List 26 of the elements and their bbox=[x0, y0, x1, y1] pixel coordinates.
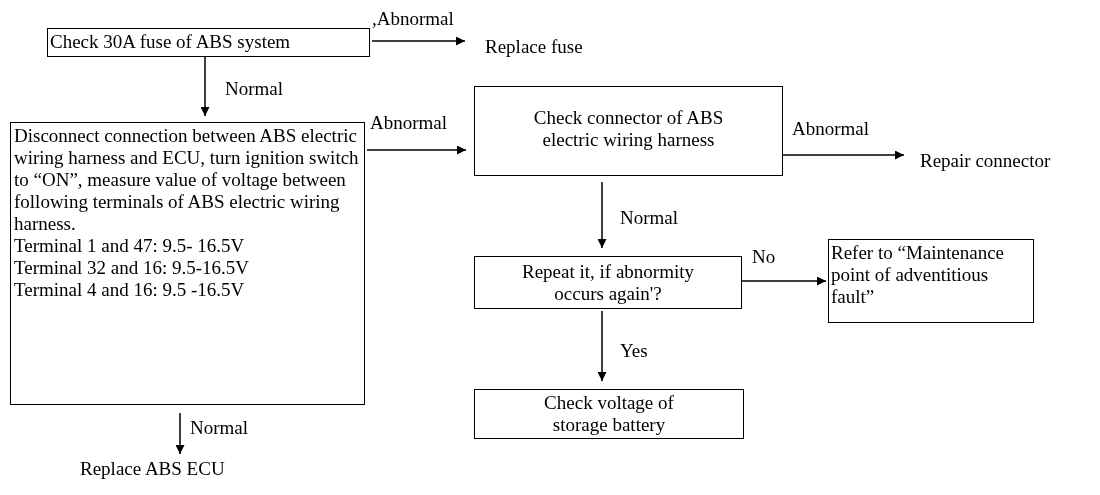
process-box bbox=[10, 122, 365, 405]
box-text: Repeat it, if abnormity occurs again'? bbox=[521, 261, 695, 305]
box-text: Terminal 32 and 16: 9.5-16.5V bbox=[14, 257, 251, 279]
box-text: Check voltage of storage battery bbox=[543, 392, 675, 436]
box-text: Check 30A fuse of ABS system bbox=[50, 31, 292, 53]
arrow bbox=[200, 56, 210, 117]
process-box bbox=[47, 28, 370, 57]
box-text: Refer to “Maintenance point of adventitious fault” bbox=[831, 242, 1006, 308]
box-text: Disconnect connection between ABS electric wiring harness and ECU, turn ignition switch to “ON”, measure value of voltage between following terminals of ABS electric wiring harness. bbox=[14, 125, 360, 235]
process-box bbox=[474, 86, 783, 176]
arrow bbox=[741, 276, 827, 286]
decision-box bbox=[474, 256, 742, 309]
arrow bbox=[371, 36, 466, 46]
reference-box bbox=[828, 239, 1034, 323]
arrow bbox=[597, 181, 607, 249]
box-text: Check connector of ABS electric wiring harness bbox=[532, 107, 725, 151]
terminal-text: Replace fuse bbox=[485, 36, 615, 62]
box-text: Terminal 4 and 16: 9.5 -16.5V bbox=[14, 279, 246, 301]
terminal-text: Replace ABS ECU bbox=[80, 458, 270, 484]
process-box bbox=[474, 389, 744, 439]
arrow bbox=[597, 310, 607, 382]
arrow bbox=[782, 150, 905, 160]
terminal-text: Repair connector bbox=[920, 150, 1095, 176]
box-text: Terminal 1 and 47: 9.5- 16.5V bbox=[14, 235, 246, 257]
arrow bbox=[175, 412, 185, 455]
arrow bbox=[366, 145, 467, 155]
